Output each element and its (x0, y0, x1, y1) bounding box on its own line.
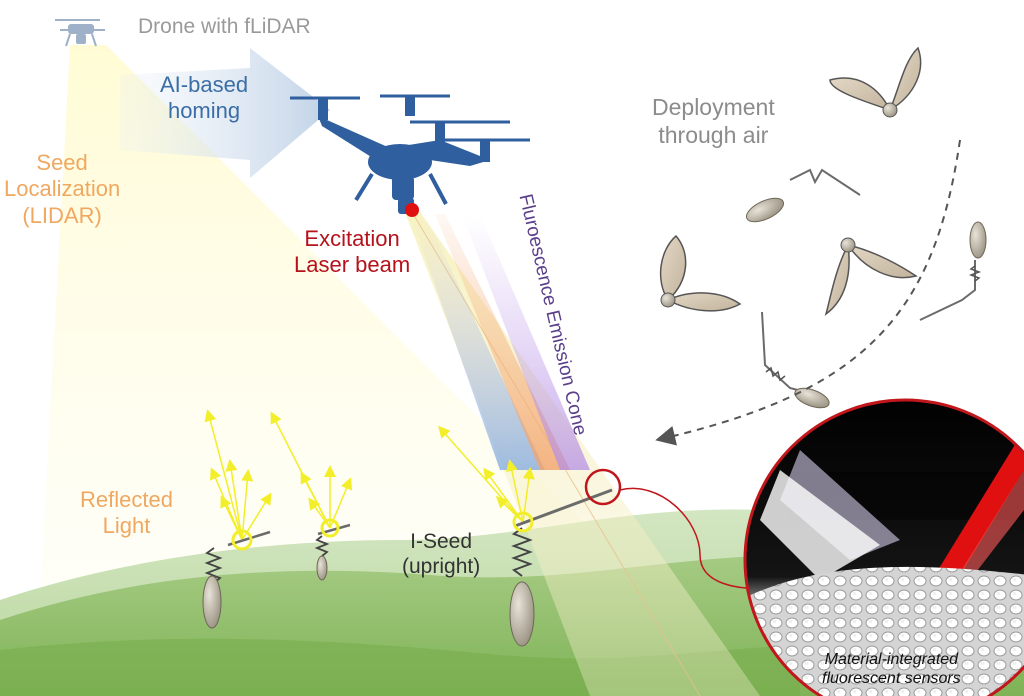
excitation-line-1: Excitation (304, 226, 400, 251)
flying-seed-5 (919, 221, 987, 321)
sensor-line-1: Material-integrated (824, 651, 959, 668)
reflected-line-1: Reflected (80, 487, 173, 512)
seed-localization-line-3: (LIDAR) (22, 202, 102, 228)
zoom-connector (619, 487, 769, 590)
deployment-line-1: Deployment (652, 94, 775, 120)
flying-seed-1 (829, 46, 922, 118)
ground-seed-2 (314, 518, 351, 581)
homing-line-1: AI-based (160, 72, 249, 97)
sensor-label: Material-integrated fluorescent sensors (822, 650, 961, 688)
reflected-light-label: Reflected Light (80, 487, 173, 540)
sensor-line-2: fluorescent sensors (822, 670, 961, 688)
iseed-line-1: I-Seed (410, 530, 473, 553)
large-drone-icon (290, 94, 530, 214)
sensor-view-border (743, 398, 1024, 696)
seed-localization-line-2: Localization (4, 176, 121, 202)
ground-seed-1 (202, 529, 271, 629)
excitation-line-2: Laser beam (294, 252, 411, 278)
flying-seed-2 (745, 168, 861, 223)
iseed-label: I-Seed (upright) (402, 529, 480, 579)
flying-seed-3 (659, 234, 742, 312)
homing-line-2: homing (167, 98, 241, 124)
small-drone-icon (55, 19, 105, 47)
flying-seed-4 (824, 237, 918, 316)
iseed-line-2: (upright) (402, 555, 481, 579)
deployment-label: Deployment through air (652, 94, 775, 149)
flying-seed-6 (761, 311, 830, 409)
zoom-target-circle (584, 468, 622, 506)
drone-label: Drone with fLiDAR (138, 15, 311, 38)
ground-seed-3 (509, 488, 613, 647)
homing-arrow (120, 48, 330, 178)
emission-ray-violet (462, 214, 590, 470)
laser-source (405, 203, 419, 217)
deployment-line-2: through air (658, 121, 769, 148)
reflected-line-2: Light (102, 513, 151, 539)
seed-localization-line-1: Seed (36, 150, 88, 175)
homing-label: AI-based homing (160, 72, 248, 125)
seed-localization-label: Seed Localization (LIDAR) (4, 150, 120, 229)
emission-ray-blue (410, 214, 545, 470)
deployment-trajectory (655, 139, 961, 446)
excitation-label: Excitation Laser beam (294, 226, 410, 279)
